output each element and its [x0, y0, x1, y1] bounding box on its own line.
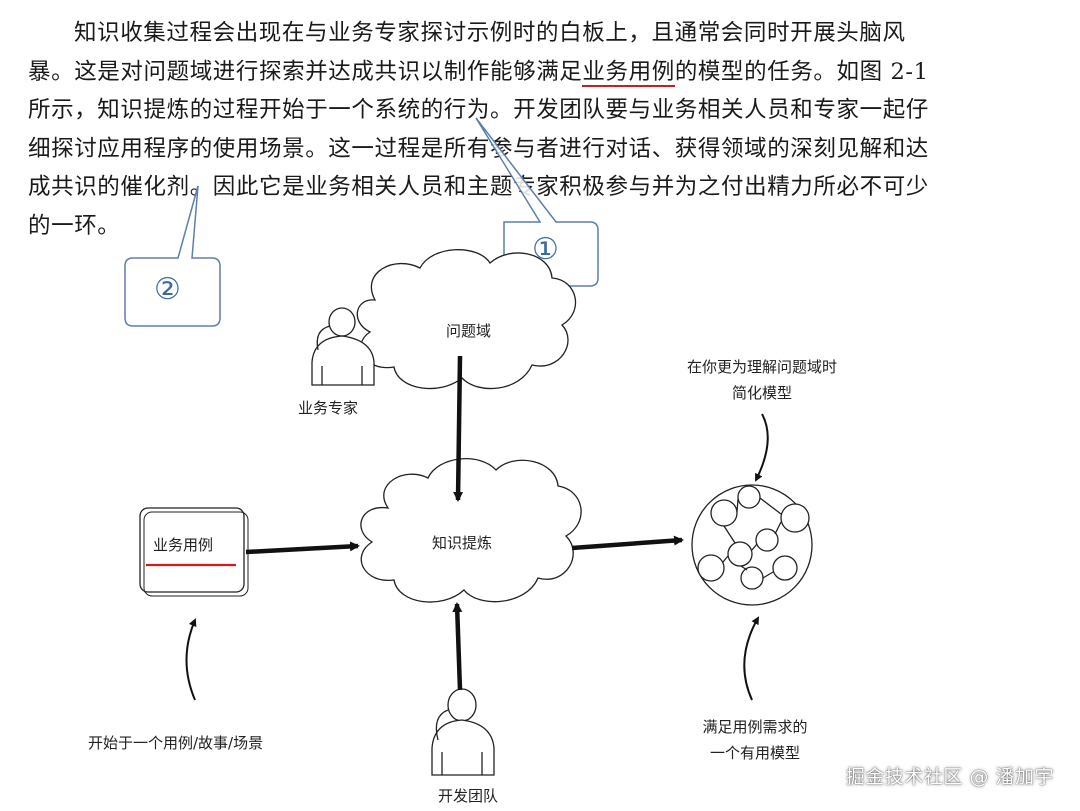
label-problem-domain: 问题域 — [446, 322, 492, 340]
paragraph-line-6: 的一环。 — [28, 212, 121, 239]
callout-2-number: ② — [154, 272, 181, 307]
knowledge-crunching-cloud — [360, 458, 582, 603]
paragraph-line-2: 暴。这是对问题域进行探索并达成共识以制作能够满足业务用例的模型的任务。如图 2-… — [28, 53, 1048, 92]
callout-1-number: ① — [532, 232, 559, 267]
label-useful-model-line-1: 满足用例需求的 — [702, 718, 808, 736]
label-useful-model: 满足用例需求的 一个有用模型 — [680, 716, 830, 763]
arrow-useful-to-model — [743, 616, 759, 701]
label-useful-model-line-2: 一个有用模型 — [709, 744, 800, 762]
arrow-simplify-to-model — [755, 413, 769, 482]
label-business-use-case: 业务用例 — [153, 536, 214, 554]
paragraph-line-4: 细探讨应用程序的使用场景。这一过程是所有参与者进行对话、获得领域的深刻见解和达 — [28, 135, 929, 162]
label-start-note: 开始于一个用例/故事/场景 — [88, 734, 264, 752]
label-knowledge-crunching: 知识提炼 — [432, 534, 493, 552]
paragraph-line-3: 所示，知识提炼的过程开始于一个系统的行为。开发团队要与业务相关人员和专家一起仔 — [28, 97, 929, 123]
arrow-devteam-to-crunching — [452, 602, 463, 691]
label-dev-team: 开发团队 — [438, 787, 499, 805]
highlighted-term: 业务用例 — [582, 58, 675, 87]
arrows — [185, 355, 769, 701]
label-simplify-note: 在你更为理解问题域时 简化模型 — [672, 356, 852, 403]
label-simplify-note-line-1: 在你更为理解问题域时 — [686, 358, 837, 376]
business-expert-icon — [311, 307, 375, 386]
useful-model-diagram — [691, 484, 813, 606]
business-use-case-card — [139, 507, 249, 597]
arrow-domain-to-crunching — [453, 355, 464, 502]
label-business-expert: 业务专家 — [298, 399, 359, 417]
body-paragraph: 知识收集过程会出现在与业务专家探讨示例时的白板上，且通常会同时开展头脑风 暴。这… — [28, 14, 1048, 245]
paragraph-line-1: 知识收集过程会出现在与业务专家探讨示例时的白板上，且通常会同时开展头脑风 — [74, 20, 906, 46]
paragraph-line-2-before: 暴。这是对问题域进行探索并达成共识以制作能够满足 — [28, 58, 583, 85]
arrow-usecase-to-crunching — [245, 541, 360, 555]
arrow-note-to-usecase — [185, 618, 197, 701]
paragraph-line-2-after: 的模型的任务。如图 2-1 — [674, 58, 929, 85]
label-simplify-note-line-2: 简化模型 — [731, 384, 792, 402]
paragraph-line-5: 成共识的催化剂。因此它是业务相关人员和主题专家积极参与并为之付出精力所必不可少 — [28, 174, 929, 200]
watermark: 掘金技术社区 @ 潘加宇 — [845, 766, 1054, 788]
callout-2-box — [124, 185, 221, 327]
arrow-crunching-to-model — [571, 535, 684, 551]
dev-team-icon — [431, 688, 495, 776]
